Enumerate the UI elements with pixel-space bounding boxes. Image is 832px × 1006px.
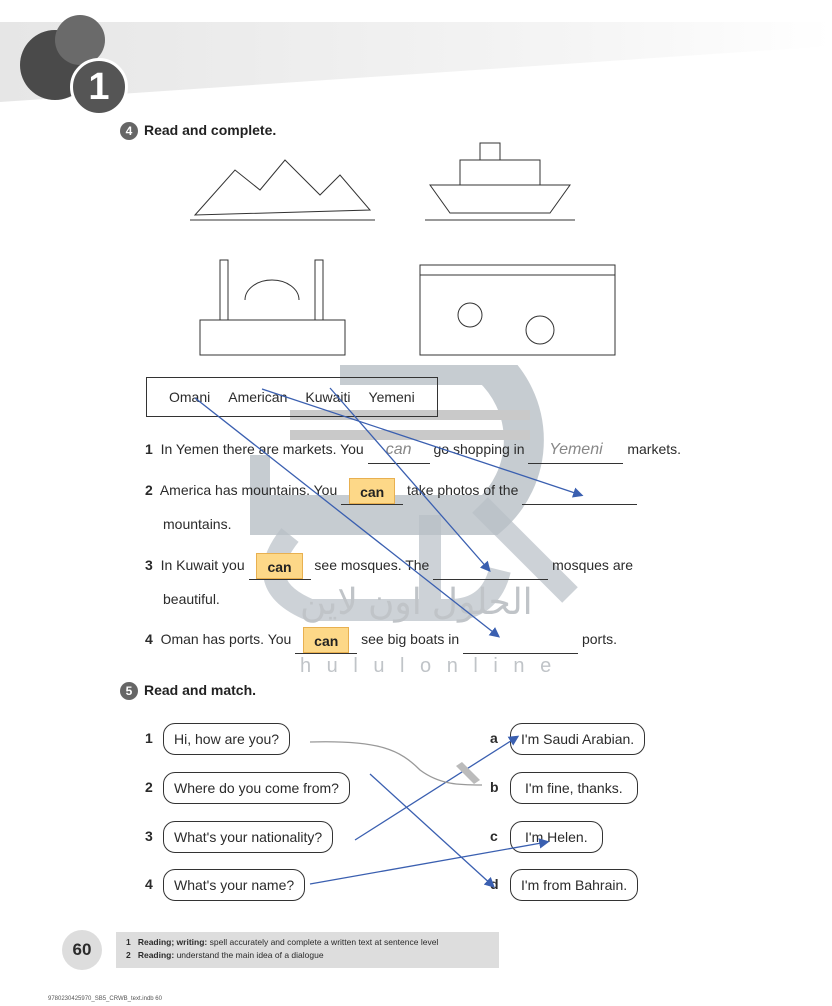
question-bubble: Where do you come from? <box>163 772 350 804</box>
word-option: Omani <box>169 389 211 405</box>
sentence-text: mosques are <box>552 557 634 573</box>
objective-number: 1 <box>126 937 131 947</box>
sentence-text: see big boats in <box>361 631 460 647</box>
answer-blank[interactable]: can <box>295 626 358 654</box>
answer-bubble: I'm Saudi Arabian. <box>510 723 646 755</box>
sentence-text: In Yemen there are markets. You <box>160 441 364 457</box>
mountains-illustration <box>190 159 375 221</box>
sentence-text: take photos of the <box>407 482 519 498</box>
question-bubble: Hi, how are you? <box>163 723 291 755</box>
word-box: Omani American Kuwaiti Yemeni <box>146 377 438 417</box>
sentence-number: 2 <box>145 482 153 498</box>
answer-blank[interactable] <box>463 627 579 654</box>
sentence-number: 4 <box>145 631 153 647</box>
answer-bubble: I'm Helen. <box>510 821 603 853</box>
exercise-title: Read and complete. <box>144 122 277 138</box>
sentence-text: see mosques. The <box>314 557 430 573</box>
answer-blank[interactable] <box>522 478 638 505</box>
sentence-text: In Kuwait you <box>160 557 245 573</box>
word-option: American <box>228 389 288 405</box>
sentence-2: 2 America has mountains. You can take ph… <box>145 475 638 505</box>
exercise-4-heading: 4 Read and complete. <box>120 122 276 140</box>
sentence-1: 1 In Yemen there are markets. You can go… <box>145 434 681 464</box>
answer-letter: b <box>490 779 499 795</box>
exercise-number: 5 <box>120 682 138 700</box>
watermark-latin: h u l u l o n l i n e <box>300 655 557 677</box>
decor-circle <box>55 15 105 65</box>
word-option: Kuwaiti <box>305 389 351 405</box>
objective-label: Reading: <box>137 950 175 960</box>
print-slug: 9780230425970_SB5_CRWB_text.indb 60 <box>48 996 162 1002</box>
mosque-illustration <box>199 259 346 356</box>
pencil-icon <box>456 762 480 784</box>
unit-number: 1 <box>70 58 128 116</box>
answer-highlight: can <box>303 626 350 653</box>
question-number: 2 <box>145 779 153 795</box>
answer-blank[interactable] <box>433 553 549 580</box>
sentence-text: America has mountains. You <box>159 482 338 498</box>
sentence-text: Oman has ports. You <box>160 631 292 647</box>
sentence-text: go shopping in <box>433 441 525 457</box>
word-option: Yemeni <box>368 389 415 405</box>
answer-bubble: I'm fine, thanks. <box>510 772 638 804</box>
sentence-text: beautiful. <box>163 591 220 607</box>
question-number: 1 <box>145 730 153 746</box>
watermark-arabic: الحلول اون لاين <box>300 581 533 622</box>
objective-text: spell accurately and complete a written … <box>209 937 439 947</box>
answer-letter: c <box>490 828 498 844</box>
exercise-number: 4 <box>120 122 138 140</box>
objective-text: understand the main idea of a dialogue <box>176 950 324 960</box>
objective-label: Reading; writing: <box>137 937 208 947</box>
answer-blank[interactable]: can <box>341 477 404 505</box>
question-bubble: What's your name? <box>163 869 306 901</box>
sentence-text: markets. <box>627 441 682 457</box>
ship-illustration <box>425 142 575 221</box>
answer-letter: d <box>490 876 499 892</box>
answer-blank[interactable]: can <box>248 552 311 580</box>
exercise-title: Read and match. <box>144 682 257 698</box>
answer-highlight: can <box>349 477 396 504</box>
question-bubble: What's your nationality? <box>163 821 334 853</box>
sentence-4: 4 Oman has ports. You can see big boats … <box>145 624 617 654</box>
exercise-5-heading: 5 Read and match. <box>120 682 256 700</box>
sentence-number: 1 <box>145 441 153 457</box>
answer-blank[interactable]: can <box>367 437 430 464</box>
sentence-text: mountains. <box>163 516 232 532</box>
sentence-text: ports. <box>581 631 617 647</box>
answer-bubble: I'm from Bahrain. <box>510 869 639 901</box>
answer-letter: a <box>490 730 498 746</box>
arrow-line <box>369 773 495 888</box>
sentence-number: 3 <box>145 557 153 573</box>
answer-blank[interactable]: Yemeni <box>528 437 624 464</box>
question-number: 3 <box>145 828 153 844</box>
objective-number: 2 <box>126 950 131 960</box>
question-number: 4 <box>145 876 153 892</box>
learning-objectives: 1 Reading; writing: spell accurately and… <box>116 932 499 968</box>
market-illustration <box>419 264 616 356</box>
sentence-3: 3 In Kuwait you can see mosques. The mos… <box>145 550 633 580</box>
answer-highlight: can <box>256 552 303 579</box>
page-number: 60 <box>62 930 102 970</box>
